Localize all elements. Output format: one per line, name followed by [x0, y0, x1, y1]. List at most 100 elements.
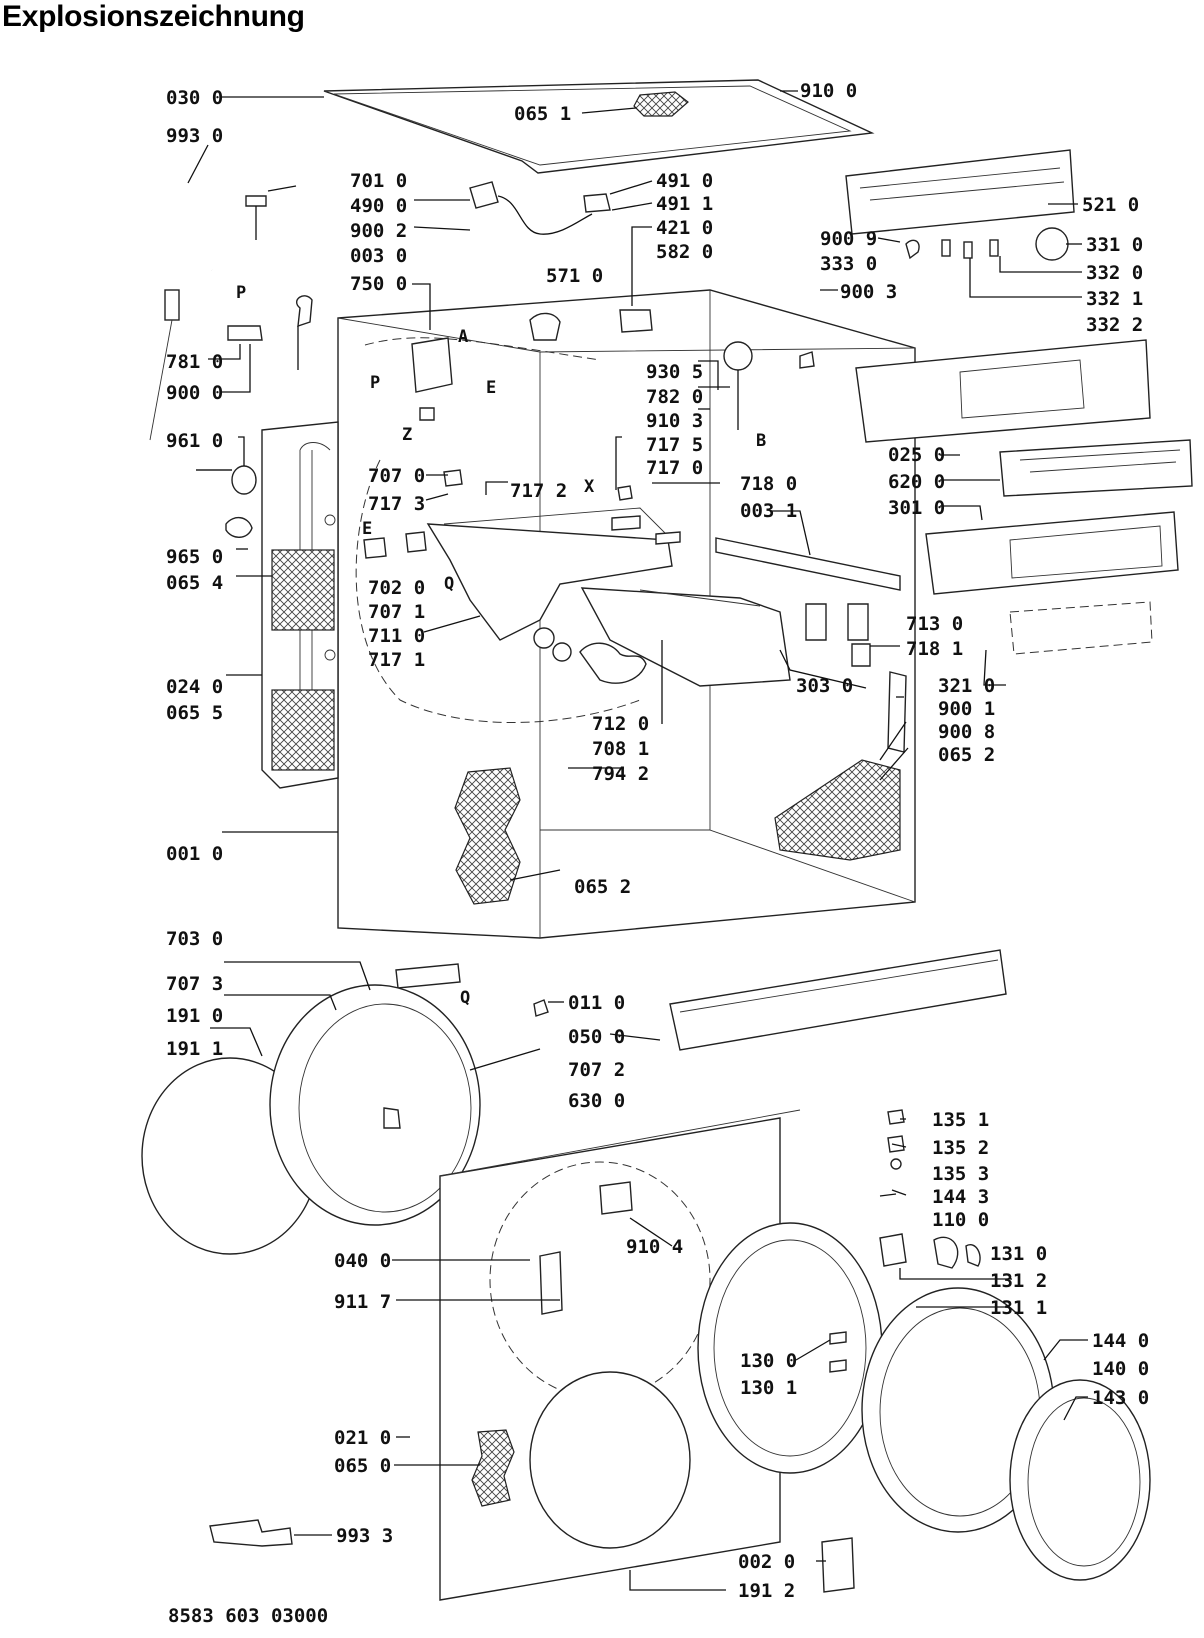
part-label: 900 3 [840, 281, 897, 303]
electronic-board-part [999, 439, 1193, 497]
part-label: 491 0 [656, 170, 713, 192]
part-label: 321 0 [938, 675, 995, 697]
part-label: 993 3 [336, 1525, 393, 1547]
part-label: 143 0 [1092, 1387, 1149, 1409]
part-label: 582 0 [656, 241, 713, 263]
door-bellow-part [141, 984, 481, 1255]
part-label: 131 0 [990, 1243, 1047, 1265]
part-label: 910 3 [646, 410, 703, 432]
part-label: 717 3 [368, 493, 425, 515]
inlet-hose-part [149, 184, 214, 441]
callout-letter: Q [444, 574, 454, 594]
part-label: 332 2 [1086, 314, 1143, 336]
door-glass-part [861, 1287, 1151, 1581]
part-label: 900 8 [938, 721, 995, 743]
callout-letters: P A P E Z B X E Q Q [236, 283, 766, 1008]
part-label: 910 4 [626, 1236, 683, 1258]
part-label: 630 0 [568, 1090, 625, 1112]
part-label: 011 0 [568, 992, 625, 1014]
part-labels: 030 0 065 1 910 0 993 0 701 0 490 0 900 … [166, 80, 1149, 1602]
part-label: 065 4 [166, 572, 223, 594]
part-label: 707 1 [368, 601, 425, 623]
door-hinge-part [879, 1109, 981, 1269]
part-label: 333 0 [820, 253, 877, 275]
part-label: 707 2 [568, 1059, 625, 1081]
control-panel-bracket-part [855, 339, 1151, 443]
part-label: 521 0 [1082, 194, 1139, 216]
part-label: 065 2 [938, 744, 995, 766]
part-label: 025 0 [888, 444, 945, 466]
part-label: 135 1 [932, 1109, 989, 1131]
part-label: 712 0 [592, 713, 649, 735]
small-parts-top-left [227, 195, 313, 370]
part-label: 191 0 [166, 1005, 223, 1027]
misc-fasteners [196, 465, 681, 559]
water-valve-part [411, 309, 653, 421]
part-label: 065 5 [166, 702, 223, 724]
control-panel-front-part [925, 511, 1179, 595]
part-label: 332 0 [1086, 262, 1143, 284]
part-label: 930 5 [646, 361, 703, 383]
part-label: 110 0 [932, 1209, 989, 1231]
part-label: 794 2 [592, 763, 649, 785]
part-label: 144 3 [932, 1186, 989, 1208]
part-label: 718 1 [906, 638, 963, 660]
callout-letter: B [756, 431, 766, 451]
part-label: 144 0 [1092, 1330, 1149, 1352]
part-label: 131 2 [990, 1270, 1047, 1292]
plinth-part [669, 949, 1007, 1051]
part-label: 711 0 [368, 625, 425, 647]
part-label: 131 1 [990, 1297, 1047, 1319]
part-label: 702 0 [368, 577, 425, 599]
callout-letter: E [362, 519, 372, 539]
part-label: 965 0 [166, 546, 223, 568]
part-label: 191 2 [738, 1580, 795, 1602]
pressure-switch-part [723, 341, 815, 430]
part-label: 030 0 [166, 87, 223, 109]
part-label: 900 9 [820, 228, 877, 250]
part-label: 065 1 [514, 103, 571, 125]
part-label: 571 0 [546, 265, 603, 287]
part-label: 701 0 [350, 170, 407, 192]
part-label: 065 2 [574, 876, 631, 898]
rear-panel-part [261, 421, 339, 789]
part-label: 065 0 [334, 1455, 391, 1477]
part-label: 703 0 [166, 928, 223, 950]
part-label: 332 1 [1086, 288, 1143, 310]
door-frame-part [697, 1222, 883, 1474]
part-label: 910 0 [800, 80, 857, 102]
leader-lines [187, 90, 1088, 1591]
callout-letter: P [370, 373, 380, 393]
part-label: 717 5 [646, 434, 703, 456]
part-label: 050 0 [568, 1026, 625, 1048]
top-lid-part [323, 79, 875, 174]
part-label: 961 0 [166, 430, 223, 452]
part-label: 024 0 [166, 676, 223, 698]
part-label: 717 0 [646, 457, 703, 479]
callout-letter: X [584, 477, 595, 497]
power-cord-part [469, 181, 611, 235]
part-label: 001 0 [166, 843, 223, 865]
part-label: 003 1 [740, 500, 797, 522]
support-bar-part [715, 537, 907, 753]
callout-letter: E [486, 378, 496, 398]
part-label: 130 1 [740, 1377, 797, 1399]
part-label: 900 2 [350, 220, 407, 242]
part-label: 130 0 [740, 1350, 797, 1372]
diagram-title: Explosionszeichnung [2, 0, 305, 33]
callout-letter: A [458, 327, 468, 347]
control-unit-part [845, 149, 1075, 261]
part-label: 331 0 [1086, 234, 1143, 256]
part-label: 713 0 [906, 613, 963, 635]
part-label: 900 0 [166, 382, 223, 404]
callout-letter: Q [460, 988, 470, 1008]
part-label: 993 0 [166, 125, 223, 147]
front-panel-part [439, 1109, 801, 1601]
part-label: 140 0 [1092, 1358, 1149, 1380]
part-label: 135 3 [932, 1163, 989, 1185]
part-label: 708 1 [592, 738, 649, 760]
part-label: 782 0 [646, 386, 703, 408]
part-label: 002 0 [738, 1551, 795, 1573]
callout-letter: Z [402, 425, 412, 445]
